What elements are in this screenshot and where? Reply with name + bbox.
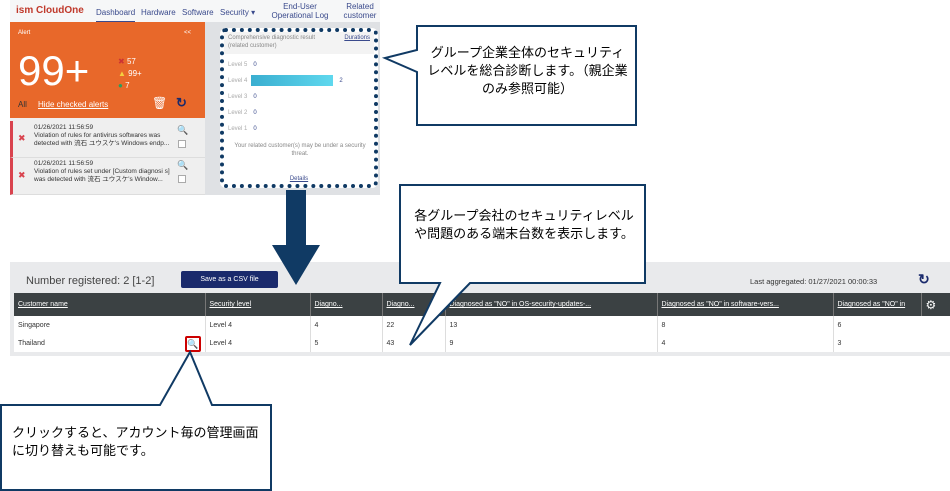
table-cell: 6: [833, 316, 950, 334]
column-header[interactable]: Diagno...: [310, 293, 383, 316]
diag-message: Your related customer(s) may be under a …: [234, 143, 366, 157]
refresh-icon[interactable]: ↻: [176, 95, 187, 110]
alert-text: Violation of rules set under [Custom dia…: [34, 168, 170, 183]
error-icon: ✖: [18, 170, 26, 180]
callout-3-shape: [0, 349, 272, 491]
level-row: Level 3 0: [228, 91, 257, 103]
save-csv-button[interactable]: Save as a CSV file: [181, 271, 278, 288]
checkbox[interactable]: [178, 175, 186, 183]
nav-software[interactable]: Software: [182, 8, 214, 17]
search-icon[interactable]: 🔍: [177, 125, 189, 135]
refresh-icon[interactable]: ↻: [918, 271, 930, 287]
search-icon[interactable]: 🔍: [185, 336, 201, 352]
error-icon: ✖: [118, 57, 125, 66]
callout-2-text: 各グループ会社のセキュリティレベルや問題のある端末台数を表示します。: [414, 208, 634, 241]
table-cell: Level 4: [205, 316, 311, 334]
table-cell: 3: [833, 334, 950, 352]
table-cell: Level 4: [205, 334, 311, 352]
level-value: 0: [253, 110, 257, 116]
search-icon[interactable]: 🔍: [177, 160, 189, 170]
level-bar: [251, 75, 334, 86]
level-row: Level 1 0: [228, 123, 257, 135]
alert-breakdown: ✖ 57 ▲ 99+ ● 7: [118, 56, 142, 92]
level-row: Level 4 2: [228, 75, 343, 87]
number-registered: Number registered: 2 [1-2]: [26, 275, 155, 287]
alert-title: Alert: [18, 30, 31, 36]
alert-time: 01/26/2021 11:56:59: [34, 160, 94, 167]
table-cell[interactable]: Thailand: [14, 334, 206, 352]
alert-count: 99+: [18, 47, 90, 94]
alert-text: Violation of rules for antivirus softwar…: [34, 132, 170, 147]
table-cell: 4: [310, 316, 383, 334]
customer-list-panel: Number registered: 2 [1-2] Save as a CSV…: [10, 262, 950, 356]
diag-title: Comprehensive diagnostic result (related…: [228, 35, 316, 49]
table-cell[interactable]: Singapore: [14, 316, 206, 334]
settings-gear-icon[interactable]: ⚙: [921, 293, 950, 316]
top-nav: ism CloudOne Dashboard Hardware Software…: [10, 0, 380, 23]
details-link[interactable]: Details: [289, 176, 309, 182]
alert-time: 01/26/2021 11:56:59: [34, 124, 94, 131]
callout-1-shape: [381, 25, 637, 126]
trash-icon[interactable]: 🗑: [152, 96, 168, 110]
info-count: 7: [125, 81, 130, 90]
level-label: Level 1: [228, 126, 248, 132]
level-label: Level 2: [228, 110, 248, 116]
column-header[interactable]: Diagnosed as "NO" in software-vers...: [657, 293, 834, 316]
error-count: 57: [126, 57, 136, 66]
last-aggregated: Last aggregated: 01/27/2021 00:00:33: [750, 277, 878, 286]
level-label: Level 3: [228, 94, 248, 100]
warning-count: 99+: [128, 69, 142, 78]
table-cell: 13: [445, 316, 658, 334]
level-label: Level 4: [228, 78, 248, 85]
logo: ism CloudOne: [16, 5, 84, 16]
table-cell: 43: [382, 334, 446, 352]
error-icon: ✖: [18, 133, 26, 143]
callout-1-text: グループ企業全体のセキュリティレベルを総合診断します。（親企業のみ参照可能）: [427, 45, 628, 96]
down-arrow: [272, 190, 320, 285]
nav-security[interactable]: Security ▾: [220, 8, 256, 17]
table-cell: 5: [310, 334, 383, 352]
column-header[interactable]: Diagnosed as "NO" in OS-security-updates…: [445, 293, 658, 316]
nav-related-customer[interactable]: Related customer: [343, 2, 377, 20]
collapse-button[interactable]: <<: [183, 30, 191, 36]
level-row: Level 2 0: [228, 107, 257, 119]
nav-hardware[interactable]: Hardware: [141, 8, 176, 17]
callout-3-text: クリックすると、アカウント毎の管理画面に切り替えも可能です。: [12, 425, 259, 458]
table-cell: 4: [657, 334, 834, 352]
level-value: 2: [339, 78, 343, 85]
diag-header: [224, 32, 374, 54]
checkbox[interactable]: [178, 140, 186, 148]
diagnostic-card: Comprehensive diagnostic result (related…: [220, 28, 378, 188]
all-filter[interactable]: All: [18, 100, 27, 109]
table-cell: 9: [445, 334, 658, 352]
column-header[interactable]: Diagnosed as "NO" in: [833, 293, 922, 316]
durations-link[interactable]: Durations: [344, 35, 370, 41]
column-header[interactable]: Security level: [205, 293, 311, 316]
level-value: 0: [253, 62, 257, 68]
warning-icon: ▲: [118, 69, 126, 78]
callout-2-shape: [399, 184, 646, 346]
level-value: 0: [253, 94, 257, 100]
level-value: 0: [253, 126, 257, 132]
info-icon: ●: [118, 81, 123, 90]
nav-end-user-log[interactable]: End-User Operational Log: [271, 2, 329, 20]
level-label: Level 5: [228, 62, 248, 68]
table-cell: 8: [657, 316, 834, 334]
column-header[interactable]: Customer name: [14, 293, 206, 316]
level-row: Level 5 0: [228, 59, 257, 71]
hide-checked-link[interactable]: Hide checked alerts: [38, 100, 109, 109]
